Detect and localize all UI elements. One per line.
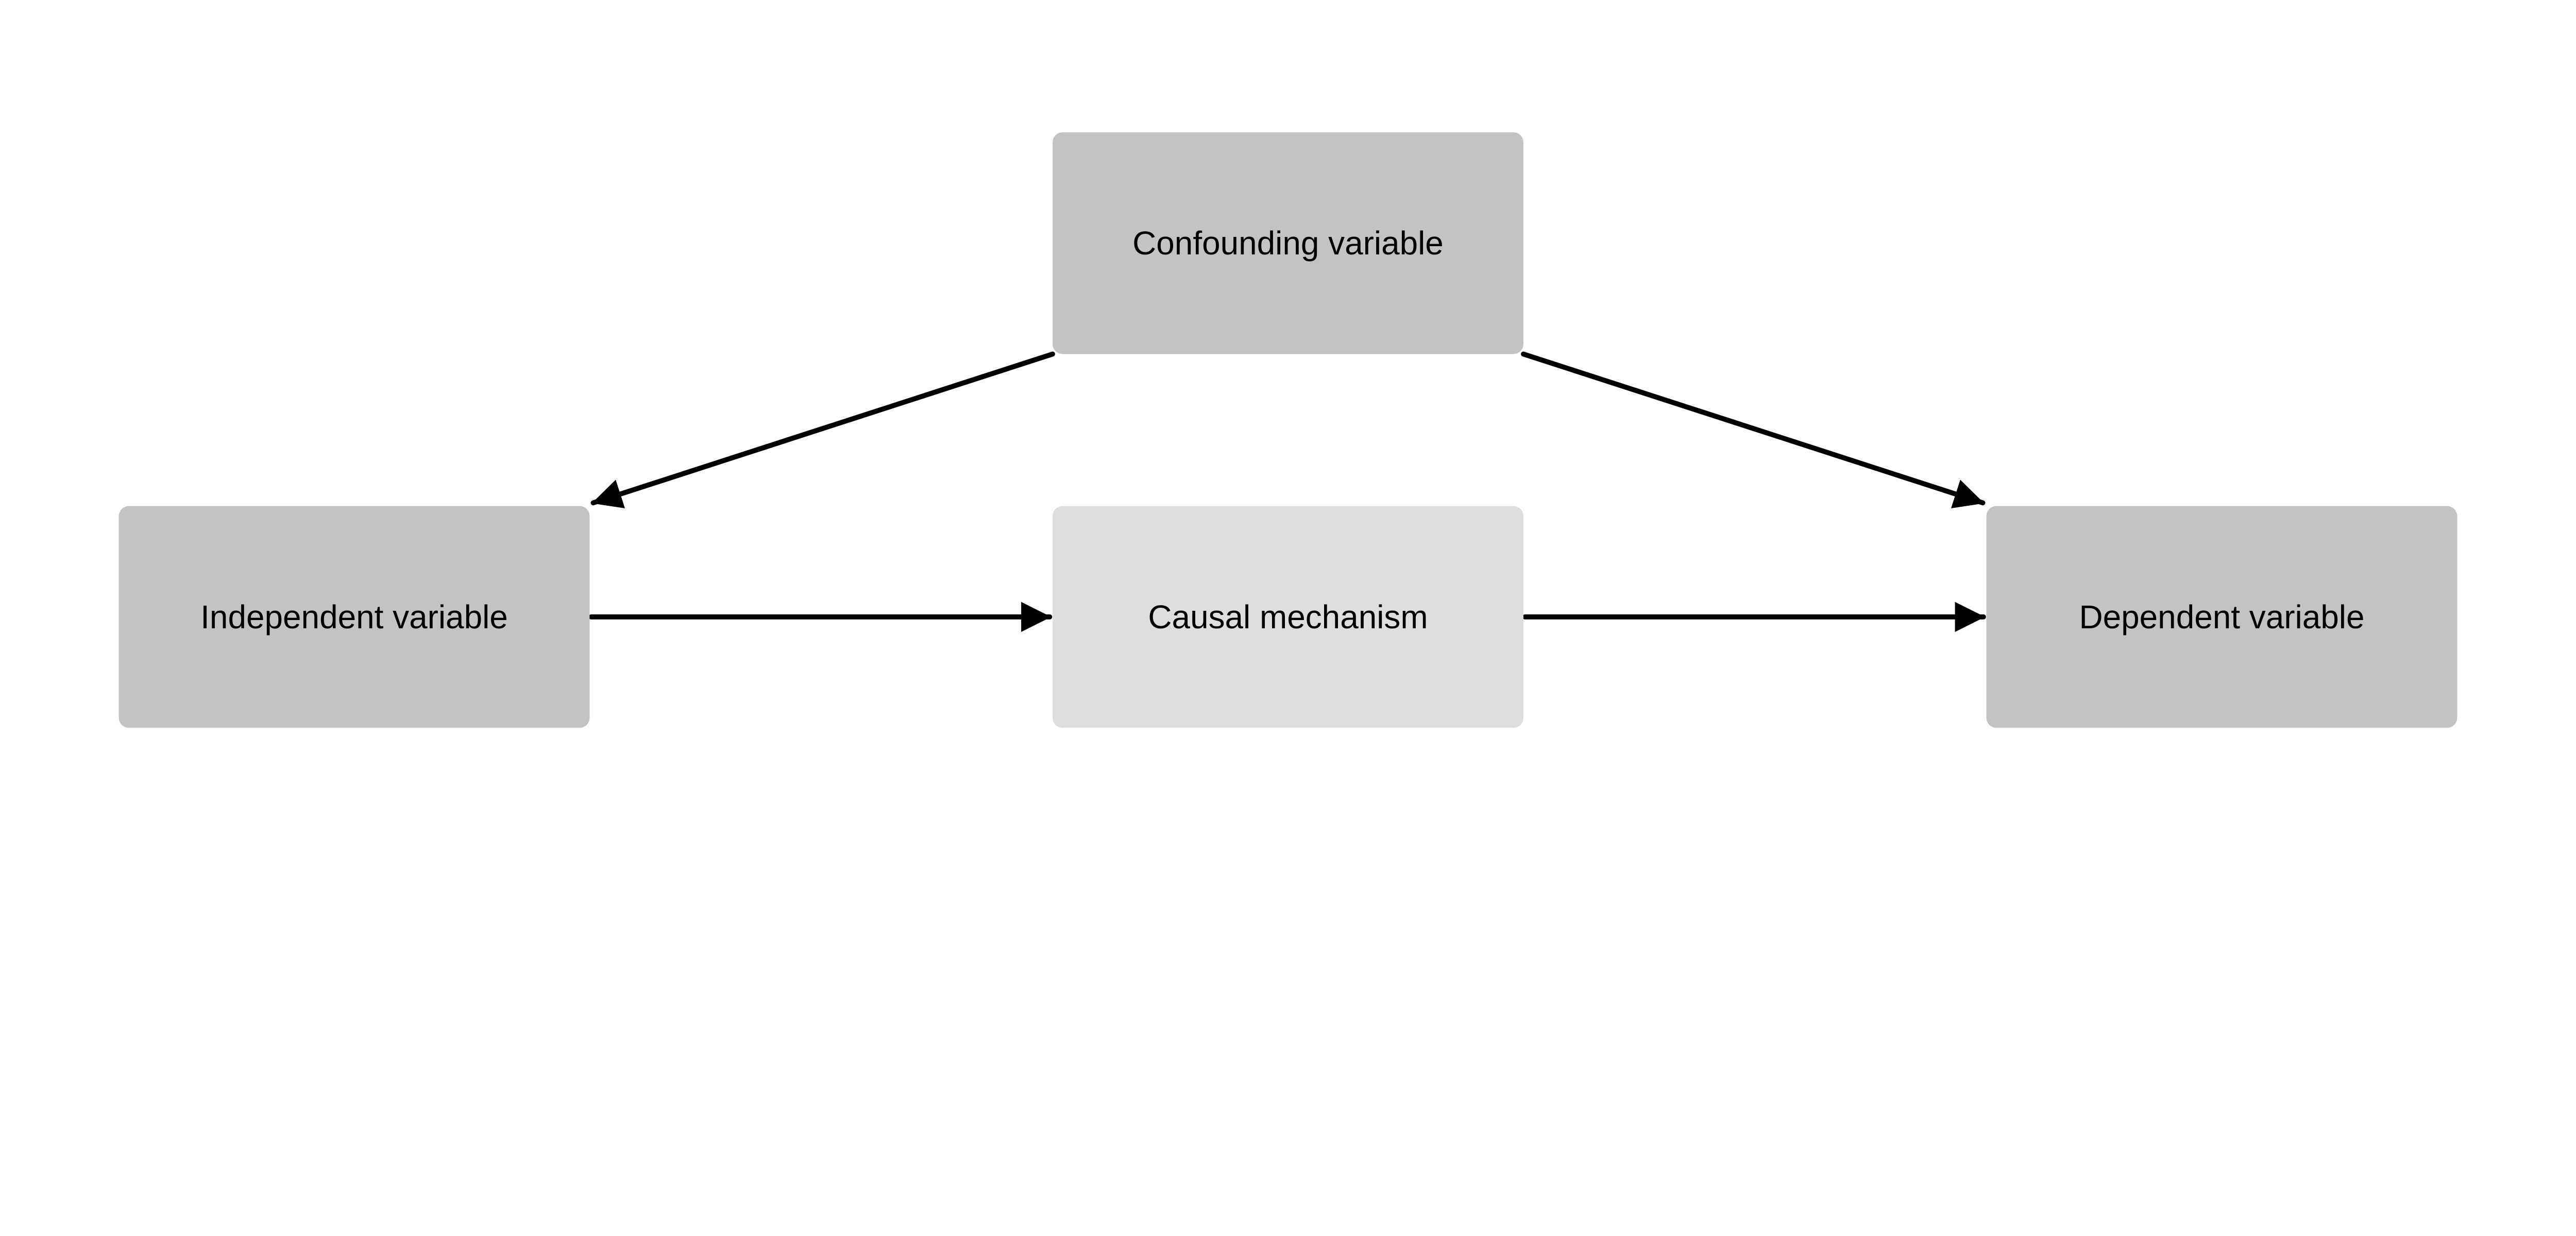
node-box-confounding-variable xyxy=(1053,132,1523,354)
causal-diagram: Confounding variable Independent variabl… xyxy=(118,132,2458,728)
node-label-dependent-variable: Dependent variable xyxy=(2079,598,2364,636)
node-label-confounding-variable: Confounding variable xyxy=(1132,225,1444,262)
node-box-causal-mechanism xyxy=(1053,506,1523,728)
node-confounding-variable: Confounding variable xyxy=(1053,132,1523,354)
edge-layer xyxy=(588,351,1986,632)
node-box-independent-variable xyxy=(118,506,590,728)
edge-confounding-to-dependent xyxy=(1521,351,1986,509)
node-label-independent-variable: Independent variable xyxy=(200,598,508,636)
node-causal-mechanism: Causal mechanism xyxy=(1053,506,1523,728)
edge-confounding-to-independent xyxy=(590,351,1055,509)
node-independent-variable: Independent variable xyxy=(118,506,590,728)
node-box-dependent-variable xyxy=(1986,506,2458,728)
node-label-causal-mechanism: Causal mechanism xyxy=(1148,598,1428,636)
node-dependent-variable: Dependent variable xyxy=(1986,506,2458,728)
diagram-canvas: Confounding variable Independent variabl… xyxy=(118,132,2458,728)
